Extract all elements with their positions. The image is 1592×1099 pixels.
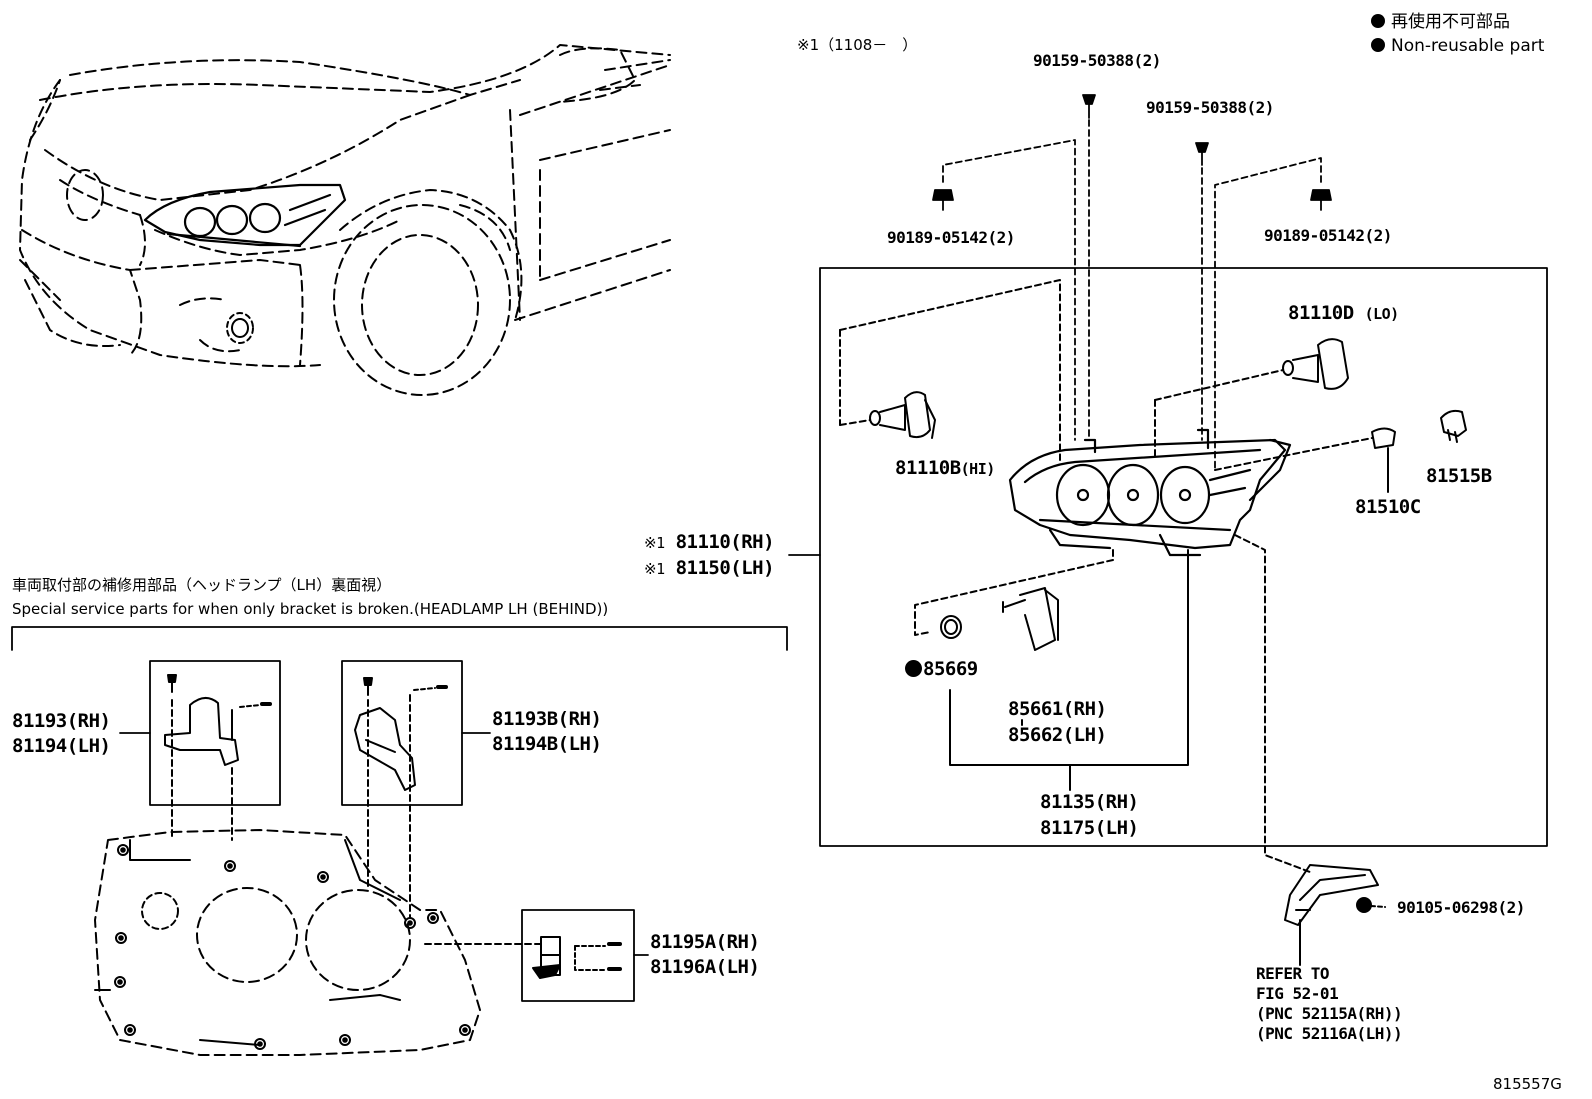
top-fasteners [932, 94, 1332, 471]
bracket-b-rh: 81193B(RH) [492, 708, 602, 730]
mounting-bracket-right [1234, 534, 1386, 966]
actuator-lh: 85662(LH) [1008, 724, 1107, 746]
non-reusable-dot-icon [1371, 38, 1385, 52]
bracket-b-lh: 81194B(LH) [492, 733, 602, 755]
part-label-small-bulb[interactable]: 81510C [1355, 496, 1421, 518]
part-label-lo-bulb[interactable]: 81110D (LO) [1288, 302, 1399, 325]
part-label-socket[interactable]: 81515B [1426, 465, 1492, 487]
production-note: ※1（1108－ ） [797, 36, 918, 54]
lo-bulb-number: 81110D [1288, 302, 1354, 324]
part-label-headlamp-lh[interactable]: ※1 81150(LH) [644, 557, 775, 580]
bracket-c-lh: 81196A(LH) [650, 956, 760, 978]
service-section-title-en: Special service parts for when only brac… [12, 600, 609, 618]
refer-line-2: FIG 52-01 [1256, 984, 1339, 1003]
bracket-a-lh: 81194(LH) [12, 735, 111, 757]
service-bracket-c [424, 936, 622, 979]
bracket-c-rh: 81195A(RH) [650, 931, 760, 953]
bracket-a-rh: 81193(RH) [12, 710, 111, 732]
hi-bulb-suffix: (HI) [960, 460, 996, 478]
headlamp-assembly-box [788, 267, 1548, 847]
part-label-nut-left[interactable]: 90189-05142(2) [887, 228, 1015, 247]
vehicle-location-illustration [19, 44, 671, 396]
lo-beam-bulb [1154, 338, 1349, 461]
oring-number: 85669 [923, 658, 978, 680]
refer-line-4: (PNC 52116A(LH)) [1256, 1024, 1403, 1043]
refer-note: REFER TO FIG 52-01 (PNC 52115A(RH)) (PNC… [1256, 964, 1403, 1044]
refer-line-3: (PNC 52115A(RH)) [1256, 1004, 1403, 1023]
headlamp-body [1008, 428, 1292, 557]
legend-jp-text: 再使用不可部品 [1391, 12, 1510, 32]
legend-non-reusable-jp: 再使用不可部品 [1371, 11, 1510, 33]
headlamp-back-panel [94, 829, 481, 1056]
part-label-nut-right[interactable]: 90189-05142(2) [1264, 226, 1392, 245]
service-section-title-jp: 車両取付部の補修用部品（ヘッドランプ（LH）裏面視） [12, 576, 392, 594]
service-bracket-b [354, 677, 448, 919]
part-label-bolt-1[interactable]: 90159-50388(2) [1033, 51, 1161, 70]
legend-non-reusable-en: Non-reusable part [1371, 35, 1544, 57]
hi-bulb-number: 81110B [895, 457, 961, 479]
hi-beam-bulb [839, 279, 1061, 461]
service-parts-section [11, 626, 788, 1002]
leveling-actuator-parts [914, 549, 1189, 791]
part-label-screw-right[interactable]: 90105-06298(2) [1397, 898, 1525, 917]
headlamp-lh-number: 81150(LH) [675, 557, 775, 579]
headlamp-rh-number: 81110(RH) [675, 531, 775, 553]
headlamp-lh-mark: ※1 [644, 560, 665, 578]
leveling-rh: 81135(RH) [1040, 791, 1139, 813]
part-label-bracket-a[interactable]: 81193(RH) 81194(LH) [12, 710, 111, 757]
refer-line-1: REFER TO [1256, 964, 1330, 983]
service-bracket-a [164, 674, 272, 841]
lo-bulb-suffix: (LO) [1364, 305, 1400, 323]
non-reusable-dot-icon [1371, 14, 1385, 28]
part-label-oring[interactable]: 85669 [905, 658, 978, 680]
non-reusable-dot-icon [905, 660, 922, 677]
part-label-bolt-2[interactable]: 90159-50388(2) [1146, 98, 1274, 117]
part-label-hi-bulb[interactable]: 81110B(HI) [895, 457, 995, 480]
part-label-actuator[interactable]: 85661(RH) 85662(LH) [1008, 698, 1107, 746]
part-label-bracket-b[interactable]: 81193B(RH) 81194B(LH) [492, 708, 602, 755]
bulb-socket [1440, 409, 1467, 443]
figure-id: 815557G [1493, 1075, 1562, 1093]
actuator-rh: 85661(RH) [1008, 698, 1107, 720]
leveling-lh: 81175(LH) [1040, 817, 1139, 839]
small-bulb [1214, 427, 1396, 493]
part-label-leveling[interactable]: 81135(RH) 81175(LH) [1040, 791, 1139, 839]
part-label-bracket-c[interactable]: 81195A(RH) 81196A(LH) [650, 931, 760, 978]
headlamp-rh-mark: ※1 [644, 534, 665, 552]
legend-en-text: Non-reusable part [1391, 36, 1545, 56]
part-label-headlamp-rh[interactable]: ※1 81110(RH) [644, 531, 775, 554]
